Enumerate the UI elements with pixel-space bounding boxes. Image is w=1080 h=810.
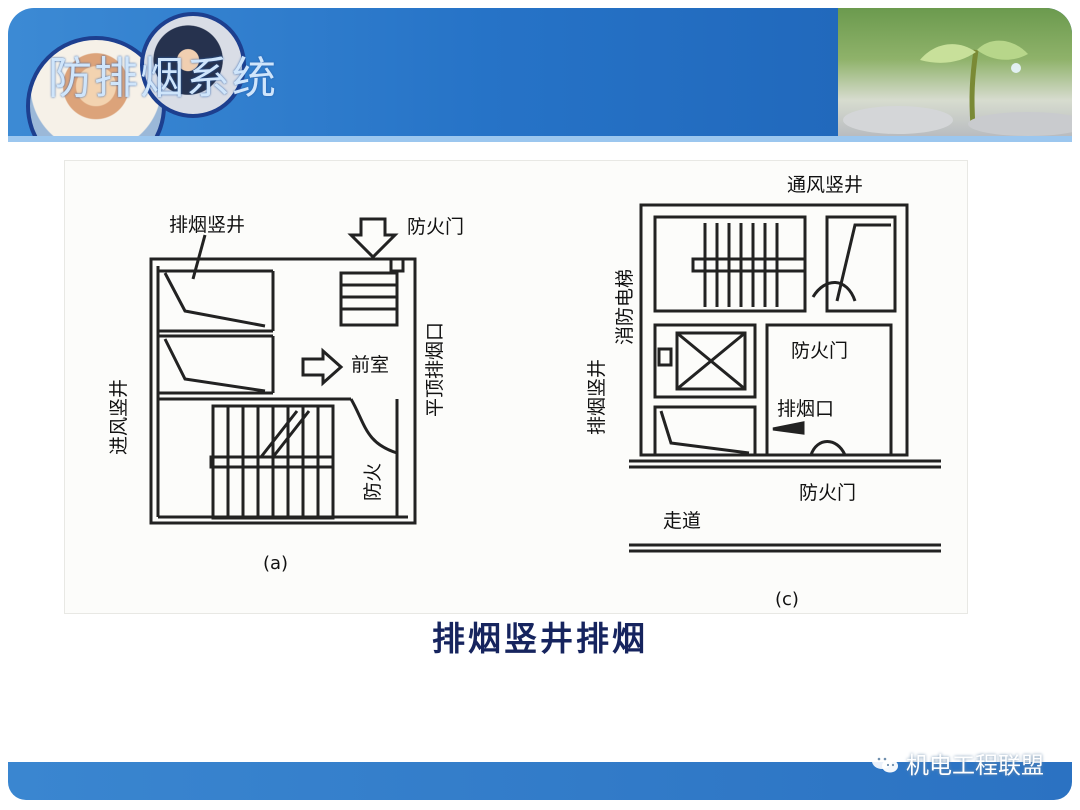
diagram-c bbox=[629, 203, 941, 553]
diagram-svg: 排烟竖井 防火门 前室 进风竖井 平顶排烟口 防火 (a) bbox=[108, 174, 941, 610]
c-label-smoke-shaft: 排烟竖井 bbox=[586, 359, 608, 435]
sprout-icon bbox=[843, 40, 1072, 136]
c-label-smoke-outlet: 排烟口 bbox=[777, 398, 834, 420]
a-anteroom-arrow bbox=[301, 347, 344, 387]
a-label-intake-shaft: 进风竖井 bbox=[108, 379, 130, 455]
slide-title: 防排烟系统 bbox=[48, 53, 278, 104]
a-stair-top bbox=[339, 271, 399, 327]
c-label-vent-shaft: 通风竖井 bbox=[787, 174, 863, 196]
header-stripe bbox=[8, 136, 1072, 142]
c-elevator-car bbox=[653, 323, 757, 399]
header-banner: 防排烟系统 bbox=[8, 8, 1072, 142]
a-label-smoke-shaft: 排烟竖井 bbox=[169, 214, 245, 236]
c-smoke-outlet-arrow bbox=[772, 421, 805, 435]
c-anteroom bbox=[765, 323, 893, 457]
diagram-a bbox=[149, 217, 417, 525]
c-label-corridor: 走道 bbox=[663, 510, 701, 532]
watermark-text: 机电工程联盟 bbox=[906, 753, 1044, 779]
sprout-photo bbox=[838, 8, 1072, 136]
a-label-fire-side: 防火 bbox=[362, 463, 384, 501]
c-vent-shaft-room bbox=[825, 215, 897, 313]
a-fire-door-arrow bbox=[347, 217, 399, 260]
c-smoke-shaft-room bbox=[653, 405, 757, 457]
a-label-anteroom: 前室 bbox=[351, 354, 389, 376]
business-photo-right bbox=[140, 12, 246, 118]
slide-caption: 排烟竖井排烟 bbox=[432, 619, 648, 658]
a-label-roof-outlet: 平顶排烟口 bbox=[424, 322, 446, 417]
c-outer-wall bbox=[639, 203, 909, 457]
c-figure-label: (c) bbox=[775, 589, 799, 610]
a-outer-wall bbox=[149, 257, 417, 525]
c-label-fire-elevator: 消防电梯 bbox=[614, 269, 636, 345]
a-label-fire-door: 防火门 bbox=[407, 216, 464, 238]
wechat-icon bbox=[872, 753, 898, 773]
watermark: 机电工程联盟 bbox=[870, 746, 1044, 780]
diagram-panel: 排烟竖井 防火门 前室 进风竖井 平顶排烟口 防火 (a) bbox=[64, 160, 968, 614]
c-label-fire-door-1: 防火门 bbox=[791, 340, 848, 362]
c-label-fire-door-2: 防火门 bbox=[799, 482, 856, 504]
a-figure-label: (a) bbox=[263, 553, 288, 574]
